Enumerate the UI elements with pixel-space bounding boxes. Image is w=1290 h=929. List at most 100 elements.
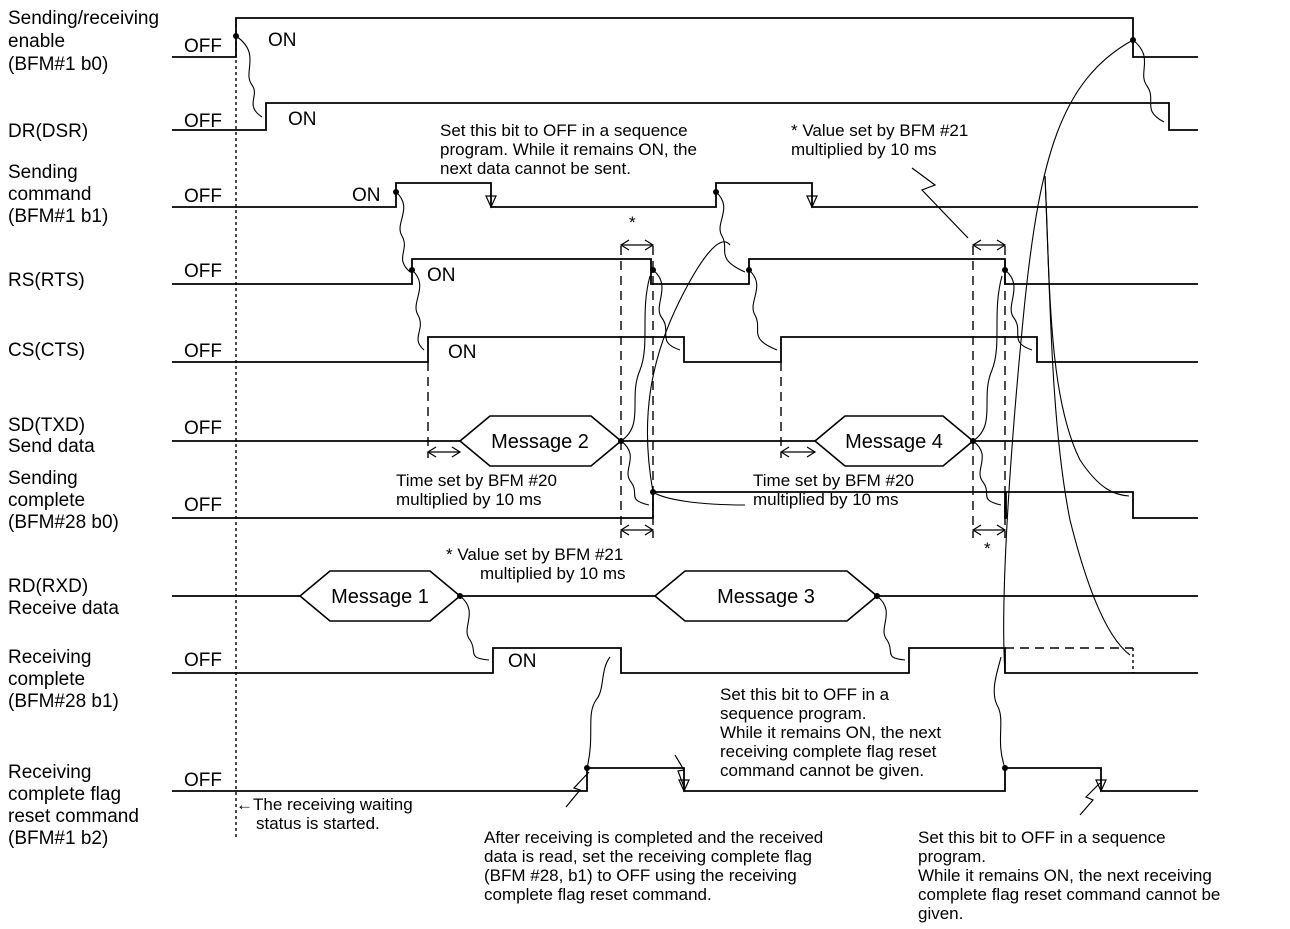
off-label: OFF [184,111,222,132]
label-line: Sending [8,162,78,183]
falling-edge-arrow [806,195,818,209]
falling-edge-arrow [678,779,690,793]
junction-dot [233,33,239,39]
label-line: complete flag [8,784,121,805]
note-line: multiplied by 10 ms [753,490,899,509]
label-recv-reset: Receiving complete flag reset command (B… [8,762,144,849]
off-label: OFF [184,186,222,207]
causality-curve [620,275,651,442]
junction-dot [618,438,624,444]
label-rd: RD(RXD) Receive data [8,576,119,619]
label-send-complete: Sending complete (BFM#28 b0) [8,468,119,533]
off-label: OFF [184,418,222,439]
note-asterisk: * [629,213,636,232]
junction-dot [1002,765,1008,771]
on-label: ON [288,109,317,130]
note-line: sequence program. [720,704,866,723]
off-label: OFF [184,341,222,362]
note-line: Time set by BFM #20 [396,471,557,490]
label-line: (BFM#1 b2) [8,828,108,849]
junction-dot [393,189,399,195]
off-label: OFF [184,36,222,57]
label-line: enable [8,31,65,52]
causality-curve [395,191,411,273]
label-cs: CS(CTS) [8,340,85,361]
junction-dot [650,267,656,273]
note-line: data is read, set the receiving complete… [484,847,812,866]
label-send-enable: Sending/receiving enable (BFM#1 b0) [8,8,164,75]
on-label: ON [352,185,381,206]
note-recv-reset-off-2: Set this bit to OFF in a sequence progra… [918,828,1225,923]
wave-dr [172,102,1198,131]
note-line: complete flag reset command cannot be [918,885,1220,904]
causality-curve [411,269,425,351]
note-recv-reset-off-1: Set this bit to OFF in a sequence progra… [720,685,946,780]
label-line: reset command [8,806,139,827]
junction-dot [650,489,656,495]
causality-curves [235,35,1165,769]
causality-curve [459,595,490,661]
signal-labels: Sending/receiving enable (BFM#1 b0) DR(D… [8,8,164,849]
label-sd: SD(TXD) Send data [8,415,95,457]
off-label: OFF [184,261,222,282]
junction-dot [584,765,590,771]
label-line: (BFM#1 b0) [8,54,108,75]
label-line: Receiving [8,647,91,668]
dim-arrow-bfm20 [779,446,817,458]
wave-send-complete [172,491,1198,519]
note-line: Set this bit to OFF in a [720,685,890,704]
causality-curve [748,269,778,351]
note-line: complete flag reset command. [484,885,712,904]
note-line: ←The receiving waiting [236,795,413,814]
note-line: While it remains ON, the next receiving [918,866,1212,885]
junction-dot [457,593,463,599]
causality-curve [876,595,906,661]
label-line: command [8,184,91,205]
dim-arrow-bfm20 [426,446,462,458]
causality-curve [652,269,681,351]
note-line: Set this bit to OFF in a sequence [918,828,1166,847]
note-line: next data cannot be sent. [440,159,631,178]
causality-curve [646,241,731,493]
label-dr: DR(DSR) [8,121,88,142]
causality-curve [586,656,611,769]
label-line: Send data [8,436,95,457]
note-line: multiplied by 10 ms [791,140,937,159]
causality-curve [1132,39,1165,123]
messages: Message 1 Message 2 Message 3 Message 4 [298,415,975,622]
causality-curve [972,440,1002,506]
dim-arrow-bfm21 [619,524,655,536]
on-label: ON [268,30,297,51]
causality-curve [1004,269,1033,351]
label-line: RD(RXD) [8,576,88,597]
on-label: ON [427,265,456,286]
off-label: OFF [184,650,222,671]
off-label: OFF [184,495,222,516]
note-line: After receiving is completed and the rec… [484,828,823,847]
guides [235,18,1006,838]
note-line: multiplied by 10 ms [396,490,542,509]
on-label: ON [508,651,537,672]
message-1-label: Message 1 [331,586,429,608]
note-line: program. While it remains ON, the [440,140,697,159]
causality-curve [1044,175,1131,656]
label-line: (BFM#1 b1) [8,206,108,227]
label-line: (BFM#28 b0) [8,512,119,533]
label-line: DR(DSR) [8,121,88,142]
causality-curve [1003,39,1134,674]
label-send-cmd: Sending command (BFM#1 b1) [8,162,108,227]
label-rs: RS(RTS) [8,270,85,291]
causality-curve [715,191,746,273]
causality-curve [235,35,263,118]
note-leader-arrow [565,771,590,808]
junction-dot [713,189,719,195]
message-4-label: Message 4 [845,431,943,453]
note-line: status is started. [256,814,380,833]
note-send-cmd-off: Set this bit to OFF in a sequence progra… [440,121,702,178]
dimension-arrows [426,239,1007,536]
note-leader-arrow [911,167,969,239]
falling-edge-arrow [485,195,497,209]
message-3-label: Message 3 [717,586,815,608]
note-leaders [565,167,1101,816]
